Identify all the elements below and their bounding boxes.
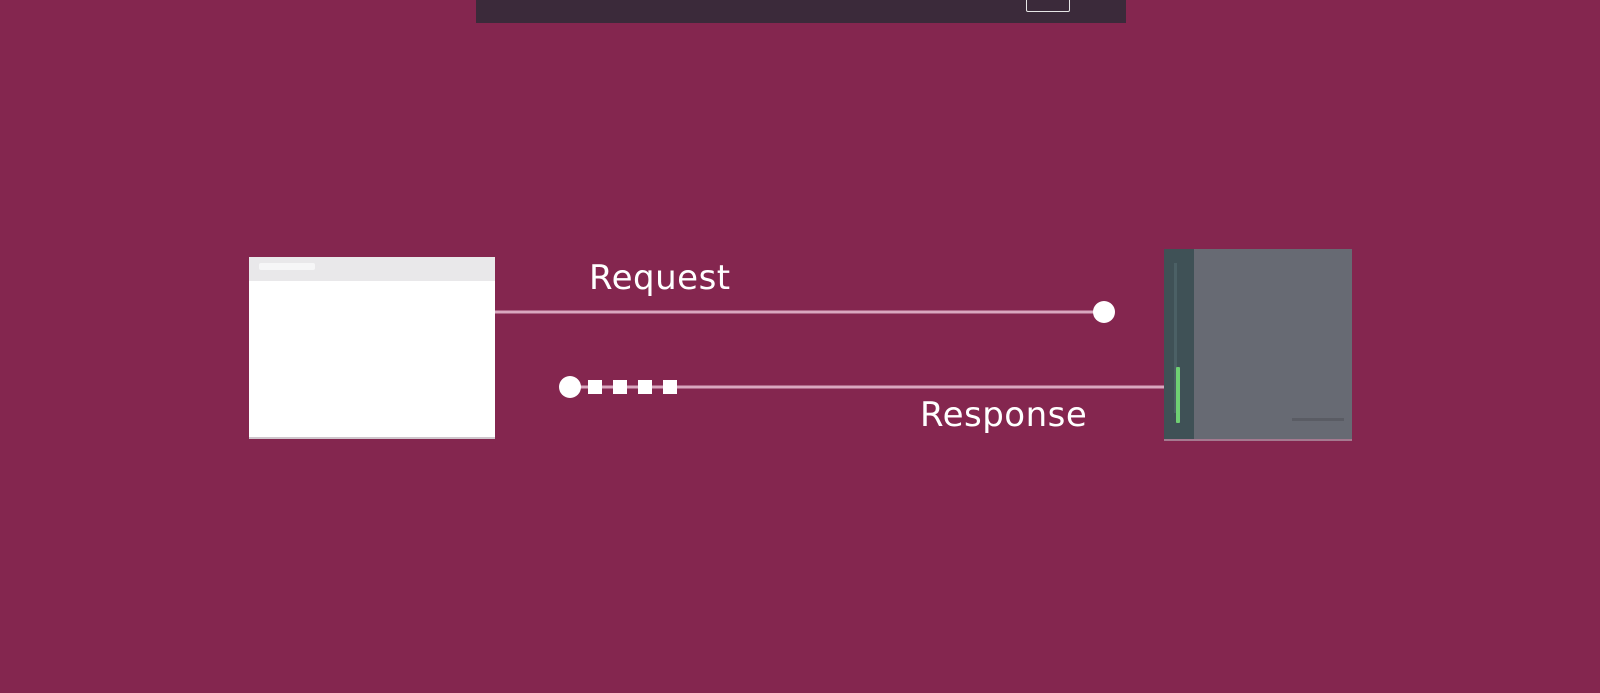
- browser-title-bar: [249, 257, 495, 281]
- request-endpoint: [1093, 301, 1115, 323]
- browser-tab: [259, 263, 315, 270]
- request-label: Request: [589, 258, 731, 298]
- server-side-panel: [1164, 249, 1194, 439]
- server-icon: [1164, 249, 1352, 439]
- caption-close-box[interactable]: [1026, 0, 1070, 12]
- server-led-track: [1174, 263, 1177, 413]
- browser-window-icon: [249, 257, 495, 437]
- response-packet: [613, 380, 627, 394]
- server-status-light: [1176, 367, 1180, 423]
- response-packet: [638, 380, 652, 394]
- caption-bar: [476, 0, 1126, 23]
- response-label: Response: [920, 395, 1088, 435]
- response-packet: [663, 380, 677, 394]
- server-slot: [1292, 418, 1344, 421]
- response-endpoint: [559, 376, 581, 398]
- response-packet: [588, 380, 602, 394]
